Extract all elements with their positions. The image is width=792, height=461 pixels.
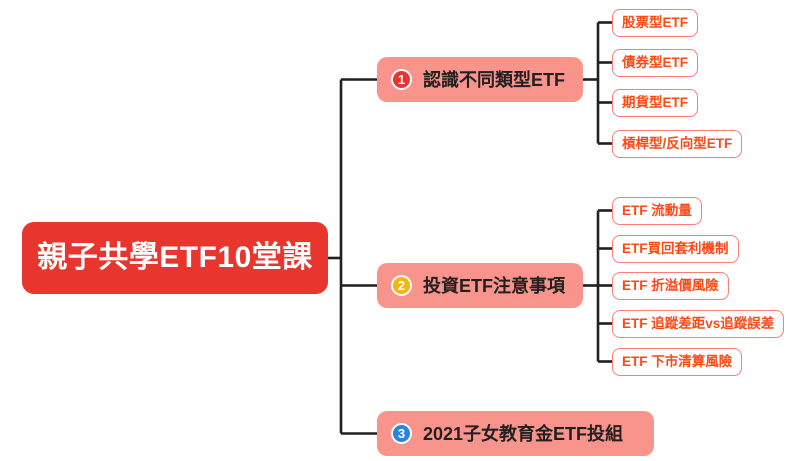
branch-node-3[interactable]: 3 2021子女教育金ETF投組 [377,411,654,456]
branch-3-number-badge: 3 [391,423,412,444]
leaf-node-2-3-label: ETF 折溢價風險 [622,277,719,293]
branch-2-number-badge: 2 [391,275,412,296]
branch-1-number-badge: 1 [391,69,412,90]
leaf-node-1-4[interactable]: 槓桿型/反向型ETF [612,129,743,158]
leaf-node-2-1[interactable]: ETF 流動量 [612,196,702,225]
leaf-node-2-2[interactable]: ETF買回套利機制 [612,234,739,263]
root-node-label: 親子共學ETF10堂課 [37,241,313,274]
leaf-node-1-3-label: 期貨型ETF [622,94,688,110]
leaf-node-2-3[interactable]: ETF 折溢價風險 [612,271,729,300]
leaf-node-1-1[interactable]: 股票型ETF [612,8,698,37]
branch-3-label: 2021子女教育金ETF投組 [423,423,624,444]
leaf-node-1-2[interactable]: 債券型ETF [612,48,698,77]
leaf-node-1-3[interactable]: 期貨型ETF [612,88,698,117]
leaf-node-2-4[interactable]: ETF 追蹤差距vs追蹤誤差 [612,309,785,338]
leaf-node-1-4-label: 槓桿型/反向型ETF [622,135,733,151]
leaf-node-1-1-label: 股票型ETF [622,14,688,30]
root-node[interactable]: 親子共學ETF10堂課 [22,222,328,294]
branch-node-2[interactable]: 2 投資ETF注意事項 [377,263,583,308]
branch-2-label: 投資ETF注意事項 [423,275,565,296]
leaf-node-2-2-label: ETF買回套利機制 [622,240,729,256]
leaf-node-2-1-label: ETF 流動量 [622,202,692,218]
branch-node-1[interactable]: 1 認識不同類型ETF [377,57,583,102]
leaf-node-2-5-label: ETF 下市清算風險 [622,353,733,369]
leaf-node-1-2-label: 債券型ETF [622,54,688,70]
branch-1-label: 認識不同類型ETF [423,69,565,90]
leaf-node-2-4-label: ETF 追蹤差距vs追蹤誤差 [622,315,775,331]
leaf-node-2-5[interactable]: ETF 下市清算風險 [612,347,743,376]
